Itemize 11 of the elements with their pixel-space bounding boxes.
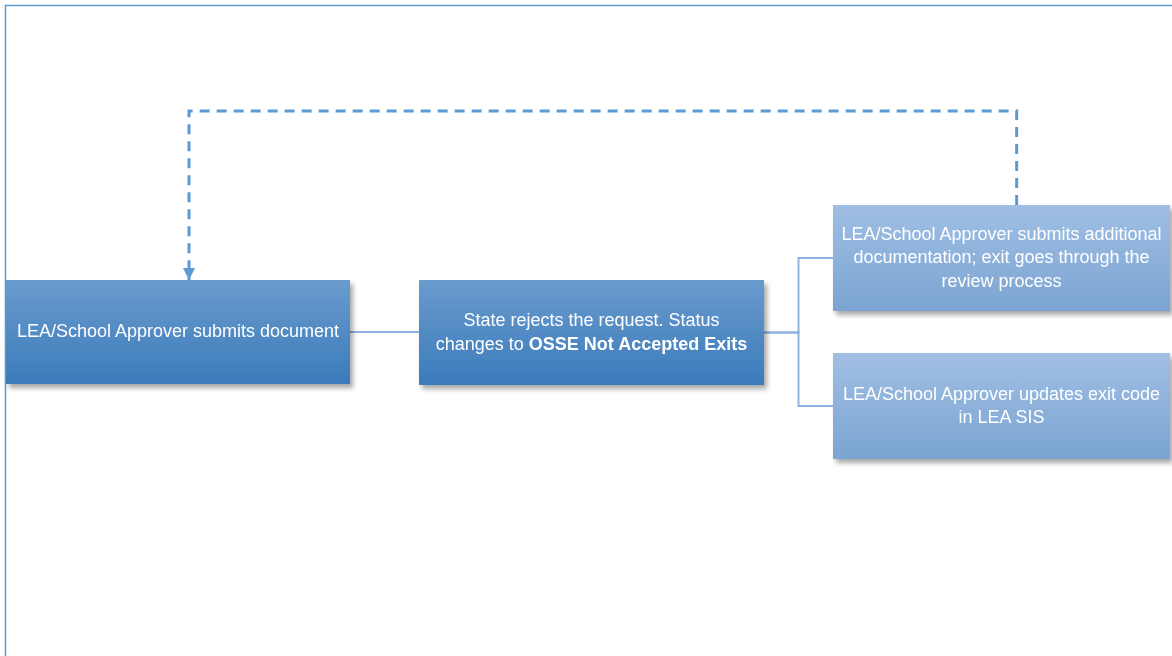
process-box	[6, 280, 350, 384]
connector-line	[763, 331, 834, 407]
box-text: LEA/School Approver submits additional documentation; exit goes through the review process	[841, 222, 1162, 293]
arrow	[183, 109, 1019, 280]
box-text: LEA/School Approver submits document	[16, 320, 340, 344]
box-text: LEA/School Approver updates exit code in LEA SIS	[841, 382, 1162, 429]
process-box	[833, 205, 1170, 311]
box-text: State rejects the request. Status changes to OSSE Not Accepted Exits	[434, 309, 749, 356]
process-box	[419, 280, 764, 385]
process-box	[833, 353, 1170, 459]
connector-line	[349, 331, 420, 333]
